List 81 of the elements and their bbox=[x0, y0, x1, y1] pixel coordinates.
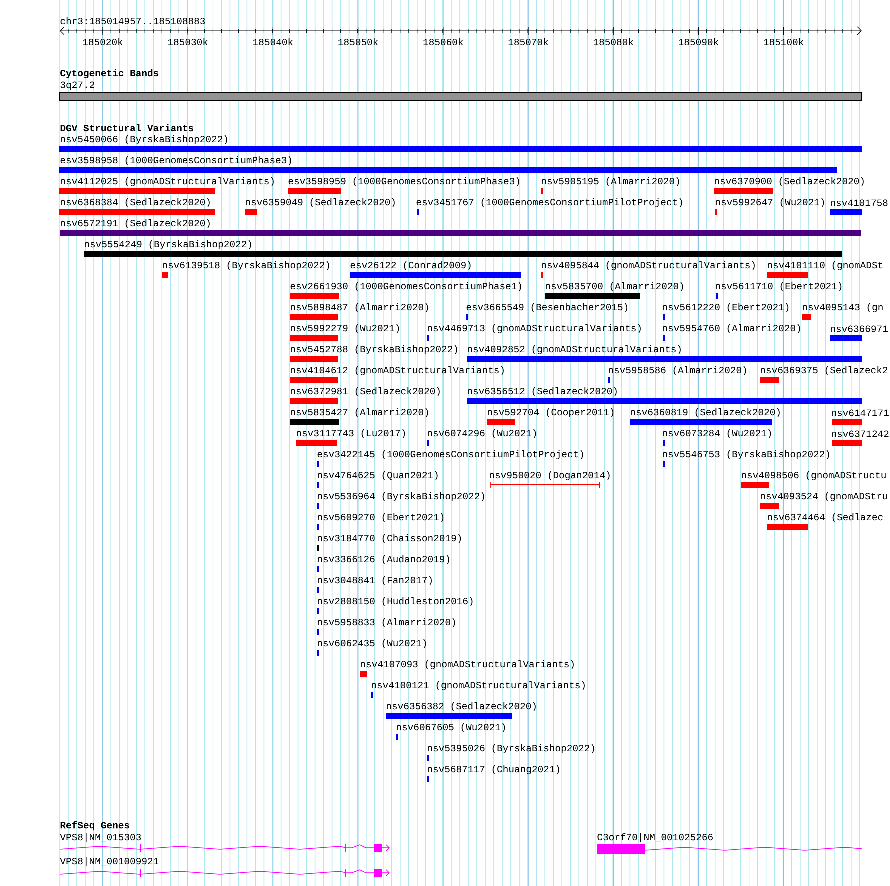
variant-label: nsv5905195 (Almarri2020) bbox=[542, 177, 680, 187]
variant-label: nsv6374464 (Sedlazec bbox=[768, 514, 883, 523]
tick-label: 185050k bbox=[338, 38, 378, 46]
gene-label: VPS8|NM_015303 bbox=[60, 834, 142, 843]
tick-label: 185070k bbox=[508, 38, 548, 46]
variant-label: nsv6139518 (ByrskaBishop2022) bbox=[163, 261, 330, 271]
variant-label: nsv6370900 (Sedlazeck2020) bbox=[715, 177, 864, 187]
variant-label: nsv3366126 (Audano2019) bbox=[318, 556, 450, 565]
variant-label: nsv6359049 (Sedlazeck2020) bbox=[246, 198, 395, 208]
variant-label: nsv4095143 (gn bbox=[803, 303, 883, 313]
variant-label: nsv4100121 (gnomADStructuralVariants) bbox=[372, 682, 585, 691]
variant-label: esv3598958 (1000GenomesConsortiumPhase3) bbox=[60, 156, 292, 166]
variant-label: nsv5452788 (ByrskaBishop2022) bbox=[291, 345, 458, 355]
variant-label: nsv6360819 (Sedlazeck2020) bbox=[631, 408, 780, 418]
track-title: Cytogenetic Bands bbox=[60, 69, 159, 79]
variant-label: nsv4104612 (gnomADStructuralVariants) bbox=[291, 366, 504, 376]
variant-label: esv2661930 (1000GenomesConsortiumPhase1) bbox=[290, 282, 522, 292]
variant-label: nsv5554249 (ByrskaBishop2022) bbox=[85, 240, 252, 250]
tick-label: 185060k bbox=[424, 38, 464, 46]
variant-label: nsv5687117 (Chuang2021) bbox=[428, 766, 560, 775]
variant-label: nsv5546753 (ByrskaBishop2022) bbox=[663, 450, 830, 460]
variant-label: nsv4764625 (Quan2021) bbox=[318, 471, 438, 481]
variant-label: nsv4112025 (gnomADStructuralVariants) bbox=[61, 177, 274, 187]
track-title: DGV Structural Variants bbox=[60, 124, 194, 132]
variant-label: nsv6356382 (Sedlazeck2020) bbox=[387, 702, 536, 712]
variant-label: nsv5992279 (Wu2021) bbox=[291, 324, 400, 334]
variant-label: nsv4098506 (gnomADStructu bbox=[742, 471, 886, 481]
variant-label: nsv4101110 (gnomADSt bbox=[768, 261, 883, 271]
variant-label: nsv4101758 bbox=[831, 200, 888, 206]
variant-label: nsv5958586 (Almarri2020) bbox=[609, 366, 746, 376]
variant-label: nsv5898487 (Almarri2020) bbox=[291, 303, 428, 313]
tick-label: 185040k bbox=[254, 38, 294, 46]
variant-label: nsv4107093 (gnomADStructuralVariants) bbox=[361, 660, 574, 670]
variant-label: esv26122 (Conrad2009) bbox=[350, 261, 471, 271]
gene-label: VPS8|NM_001009921 bbox=[60, 858, 159, 867]
variant-label: nsv6366971 bbox=[831, 326, 888, 332]
variant-label: nsv6372981 (Sedlazeck2020) bbox=[291, 387, 440, 397]
variant-label: nsv6371242 bbox=[832, 430, 889, 438]
variant-label: nsv6369375 (Sedlazeck2 bbox=[761, 366, 888, 376]
variant-label: nsv4092852 (gnomADStructuralVariants) bbox=[468, 345, 681, 355]
track-title: RefSeq Genes bbox=[60, 821, 130, 831]
tick-label: 185100k bbox=[764, 38, 804, 46]
variant-label: nsv6074296 (Wu2021) bbox=[428, 430, 536, 439]
variant-label: nsv6572191 (Sedlazeck2020) bbox=[61, 219, 210, 229]
variant-label: nsv950020 (Dogan2014) bbox=[490, 471, 610, 481]
variant-label: esv3598959 (1000GenomesConsortiumPhase3) bbox=[288, 177, 520, 187]
variant-label: esv3422145 (1000GenomesConsortiumPilotProject) bbox=[318, 450, 584, 460]
variant-label: esv3451767 (1000GenomesConsortiumPilotProject) bbox=[416, 198, 682, 208]
variant-label: nsv5992647 (Wu2021) bbox=[716, 198, 824, 208]
variant-label: nsv6062435 (Wu2021) bbox=[318, 640, 426, 649]
variant-label: nsv6147171 bbox=[832, 410, 889, 416]
variant-label: nsv592704 (Cooper2011) bbox=[488, 408, 614, 418]
tick-label: 185020k bbox=[83, 38, 123, 46]
tick-label: 185030k bbox=[168, 38, 208, 46]
variant-label: nsv5536964 (ByrskaBishop2022) bbox=[318, 492, 484, 502]
variant-label: nsv4095844 (gnomADStructuralVariants) bbox=[542, 261, 755, 271]
variant-label: nsv5450066 (ByrskaBishop2022) bbox=[61, 135, 228, 145]
variant-label: nsv5609270 (Ebert2021) bbox=[318, 514, 444, 523]
variant-label: nsv5954760 (Almarri2020) bbox=[663, 324, 800, 334]
tick-label: 185090k bbox=[679, 38, 719, 46]
variant-label: nsv6356512 (Sedlazeck2020) bbox=[468, 387, 617, 397]
band-label: 3q27.2 bbox=[60, 82, 94, 90]
variant-label: nsv5612220 (Ebert2021) bbox=[663, 303, 789, 313]
variant-label: nsv6067605 (Wu2021) bbox=[397, 724, 506, 733]
variant-label: nsv5835700 (Almarri2020) bbox=[546, 282, 684, 292]
variant-label: nsv3048841 (Fan2017) bbox=[318, 576, 432, 586]
variant-label: nsv6368384 (Sedlazeck2020) bbox=[61, 198, 210, 208]
position-label: chr3:185014957..185108883 bbox=[60, 17, 206, 25]
variant-label: nsv5611710 (Ebert2021) bbox=[716, 282, 842, 292]
variant-label: nsv4093524 (gnomADStru bbox=[761, 492, 888, 502]
gene-label: C3orf70|NM_001025266 bbox=[598, 834, 713, 843]
variant-label: nsv5958833 (Almarri2020) bbox=[318, 618, 456, 628]
variant-label: nsv5835427 (Almarri2020) bbox=[291, 408, 428, 418]
variant-label: nsv4469713 (gnomADStructuralVariants) bbox=[428, 324, 641, 334]
variant-label: esv3665549 (Besenbacher2015) bbox=[466, 303, 628, 313]
variant-label: nsv3117743 (Lu2017) bbox=[297, 430, 406, 439]
variant-label: nsv5395026 (ByrskaBishop2022) bbox=[428, 744, 594, 754]
variant-label: nsv3184770 (Chaisson2019) bbox=[318, 534, 462, 544]
variant-label: nsv6073284 (Wu2021) bbox=[663, 430, 772, 439]
variant-label: nsv2808150 (Huddleston2016) bbox=[318, 598, 473, 607]
tick-label: 185080k bbox=[594, 38, 634, 46]
